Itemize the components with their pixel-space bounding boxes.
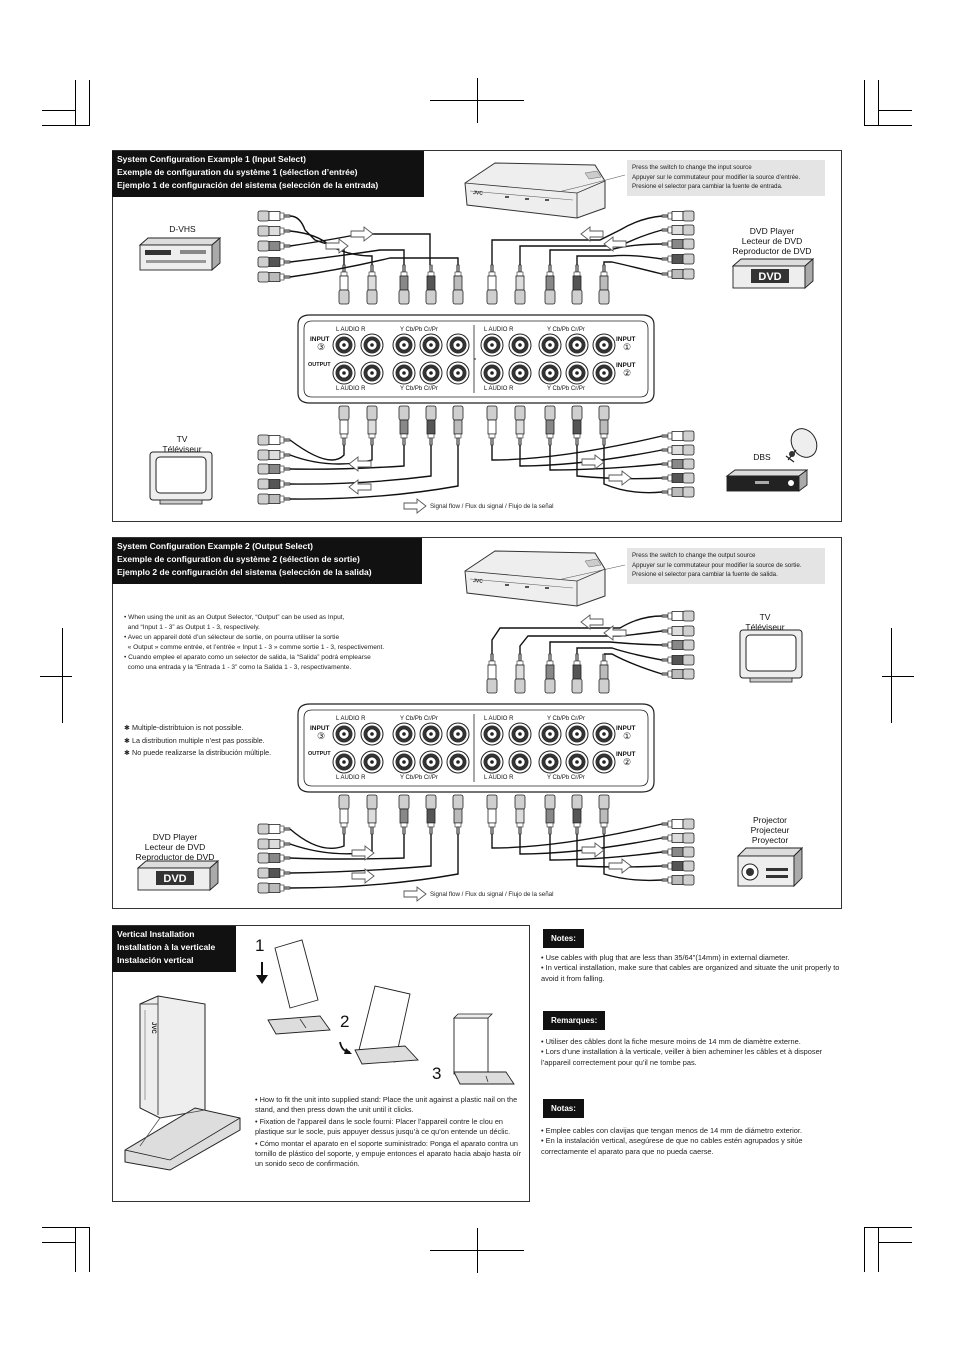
notes-es: • Emplee cables con clavijas que tengan … [541, 1126, 803, 1156]
step2-illustration [339, 985, 419, 1065]
plugs-dvd-right [661, 210, 695, 280]
plugs-tv-2 [661, 610, 695, 680]
dbs-label: DBS [753, 452, 771, 462]
output-select-bullets: • When using the unit as an Output Selec… [124, 614, 385, 671]
connector-panel-1: L AUDIO R Y Cb/Pb Cr/Pr L AUDIO R Y Cb/P… [297, 314, 655, 404]
header-line-es: Ejemplo 1 de configuración del sistema (… [117, 180, 379, 190]
example1-header: System Configuration Example 1 (Input Se… [112, 151, 424, 197]
svg-text:Y Cb/Pb Cr/Pr: Y Cb/Pb Cr/Pr [400, 716, 438, 722]
tv-set-2 [739, 629, 803, 683]
svg-text:③: ③ [317, 342, 325, 352]
svg-text:Y Cb/Pb Cr/Pr: Y Cb/Pb Cr/Pr [547, 775, 585, 781]
svg-text:L AUDIO R: L AUDIO R [336, 716, 366, 722]
svg-text:L AUDIO R: L AUDIO R [336, 775, 366, 781]
example2-header: System Configuration Example 2 (Output S… [112, 538, 422, 584]
step3-illustration [453, 1013, 515, 1085]
step-2: 2 [340, 1012, 350, 1031]
connector-panel-2: L AUDIO R Y Cb/Pb Cr/Pr L AUDIO R Y Cb/P… [297, 703, 655, 793]
switch-note-output: Press the switch to change the output so… [627, 548, 825, 584]
signal-flow-legend: Signal flow / Flux du signal / Flujo de … [430, 503, 554, 510]
example2-frame [112, 537, 842, 909]
projector [736, 846, 804, 888]
dvhs-deck [138, 237, 222, 271]
svg-text:L AUDIO R: L AUDIO R [484, 327, 514, 333]
svg-text:DVD: DVD [163, 873, 186, 885]
svg-text:Y Cb/Pb Cr/Pr: Y Cb/Pb Cr/Pr [547, 716, 585, 722]
svg-text:INPUT: INPUT [616, 362, 636, 369]
vertical-frame [112, 925, 530, 1202]
vertical-header: Vertical Installation Installation à la … [112, 926, 236, 972]
svg-text:INPUT: INPUT [616, 751, 636, 758]
notes-en: • Use cables with plug that are less tha… [541, 953, 840, 983]
step-1: 1 [255, 936, 265, 955]
svg-text:OUTPUT: OUTPUT [308, 362, 331, 368]
tv-set-1 [149, 451, 213, 505]
plugs-bottom-1 [338, 405, 610, 446]
example1-frame [112, 150, 842, 522]
svg-text:Y Cb/Pb Cr/Pr: Y Cb/Pb Cr/Pr [400, 775, 438, 781]
plugs-dvd-left [257, 823, 291, 894]
distribution-notes: ✱ Multiple-distribtuion is not possible.… [124, 723, 272, 757]
dvhs-label: D-VHS [169, 224, 196, 234]
dvd-player-right: DVD [731, 258, 815, 289]
vertical-bullets: • How to fit the unit into supplied stan… [255, 1095, 522, 1169]
svg-text:Y Cb/Pb Cr/Pr: Y Cb/Pb Cr/Pr [547, 327, 585, 333]
svg-text:L AUDIO R: L AUDIO R [336, 386, 366, 392]
svg-text:Y Cb/Pb Cr/Pr: Y Cb/Pb Cr/Pr [400, 386, 438, 392]
svg-text:L AUDIO R: L AUDIO R [336, 327, 366, 333]
svg-text:①: ① [623, 342, 631, 352]
header-line-en: System Configuration Example 1 (Input Se… [117, 154, 306, 164]
header-line-fr: Exemple de configuration du système 1 (s… [117, 167, 358, 177]
step1-illustration [256, 939, 331, 1035]
dvd-player-left: DVD [136, 860, 220, 891]
step-3: 3 [432, 1064, 442, 1083]
svg-text:Y Cb/Pb Cr/Pr: Y Cb/Pb Cr/Pr [547, 386, 585, 392]
svg-text:L AUDIO R: L AUDIO R [484, 716, 514, 722]
dbs-receiver [725, 469, 809, 492]
svg-text:Y Cb/Pb Cr/Pr: Y Cb/Pb Cr/Pr [400, 327, 438, 333]
notes-title-fr: Remarques: [543, 1011, 606, 1030]
plugs-projector [661, 818, 695, 886]
signal-flow-legend-2: Signal flow / Flux du signal / Flujo de … [430, 891, 554, 898]
notes-title-es: Notas: [543, 1099, 584, 1118]
svg-text:OUTPUT: OUTPUT [308, 751, 331, 757]
svg-text:L AUDIO R: L AUDIO R [484, 775, 514, 781]
plugs-top-1 [338, 264, 610, 305]
plugs-tv-1 [257, 434, 291, 505]
svg-text:JVC: JVC [150, 1022, 156, 1034]
svg-text:②: ② [623, 757, 631, 767]
svg-text:INPUT: INPUT [310, 336, 330, 343]
satellite-dish [785, 428, 818, 463]
jvc-switcher-unit-2 [464, 550, 606, 607]
svg-text:②: ② [623, 368, 631, 378]
plugs-dvhs [257, 210, 291, 283]
switch-note: Press the switch to change the input sou… [627, 160, 825, 196]
plugs-dbs [661, 430, 695, 498]
svg-text:INPUT: INPUT [616, 336, 636, 343]
plugs-bottom-2 [338, 794, 610, 835]
svg-text:①: ① [623, 731, 631, 741]
svg-text:L AUDIO R: L AUDIO R [484, 386, 514, 392]
plugs-top-2 [486, 653, 610, 694]
svg-text:③: ③ [317, 731, 325, 741]
jvc-switcher-unit-1 [464, 162, 606, 219]
svg-text:INPUT: INPUT [616, 725, 636, 732]
notes-fr: • Utiliser des câbles dont la fiche mesu… [541, 1037, 823, 1067]
notes-title-en: Notes: [543, 929, 584, 948]
svg-text:INPUT: INPUT [310, 725, 330, 732]
vertical-unit-illustration: JVC [124, 995, 241, 1171]
svg-text:DVD: DVD [758, 271, 781, 283]
